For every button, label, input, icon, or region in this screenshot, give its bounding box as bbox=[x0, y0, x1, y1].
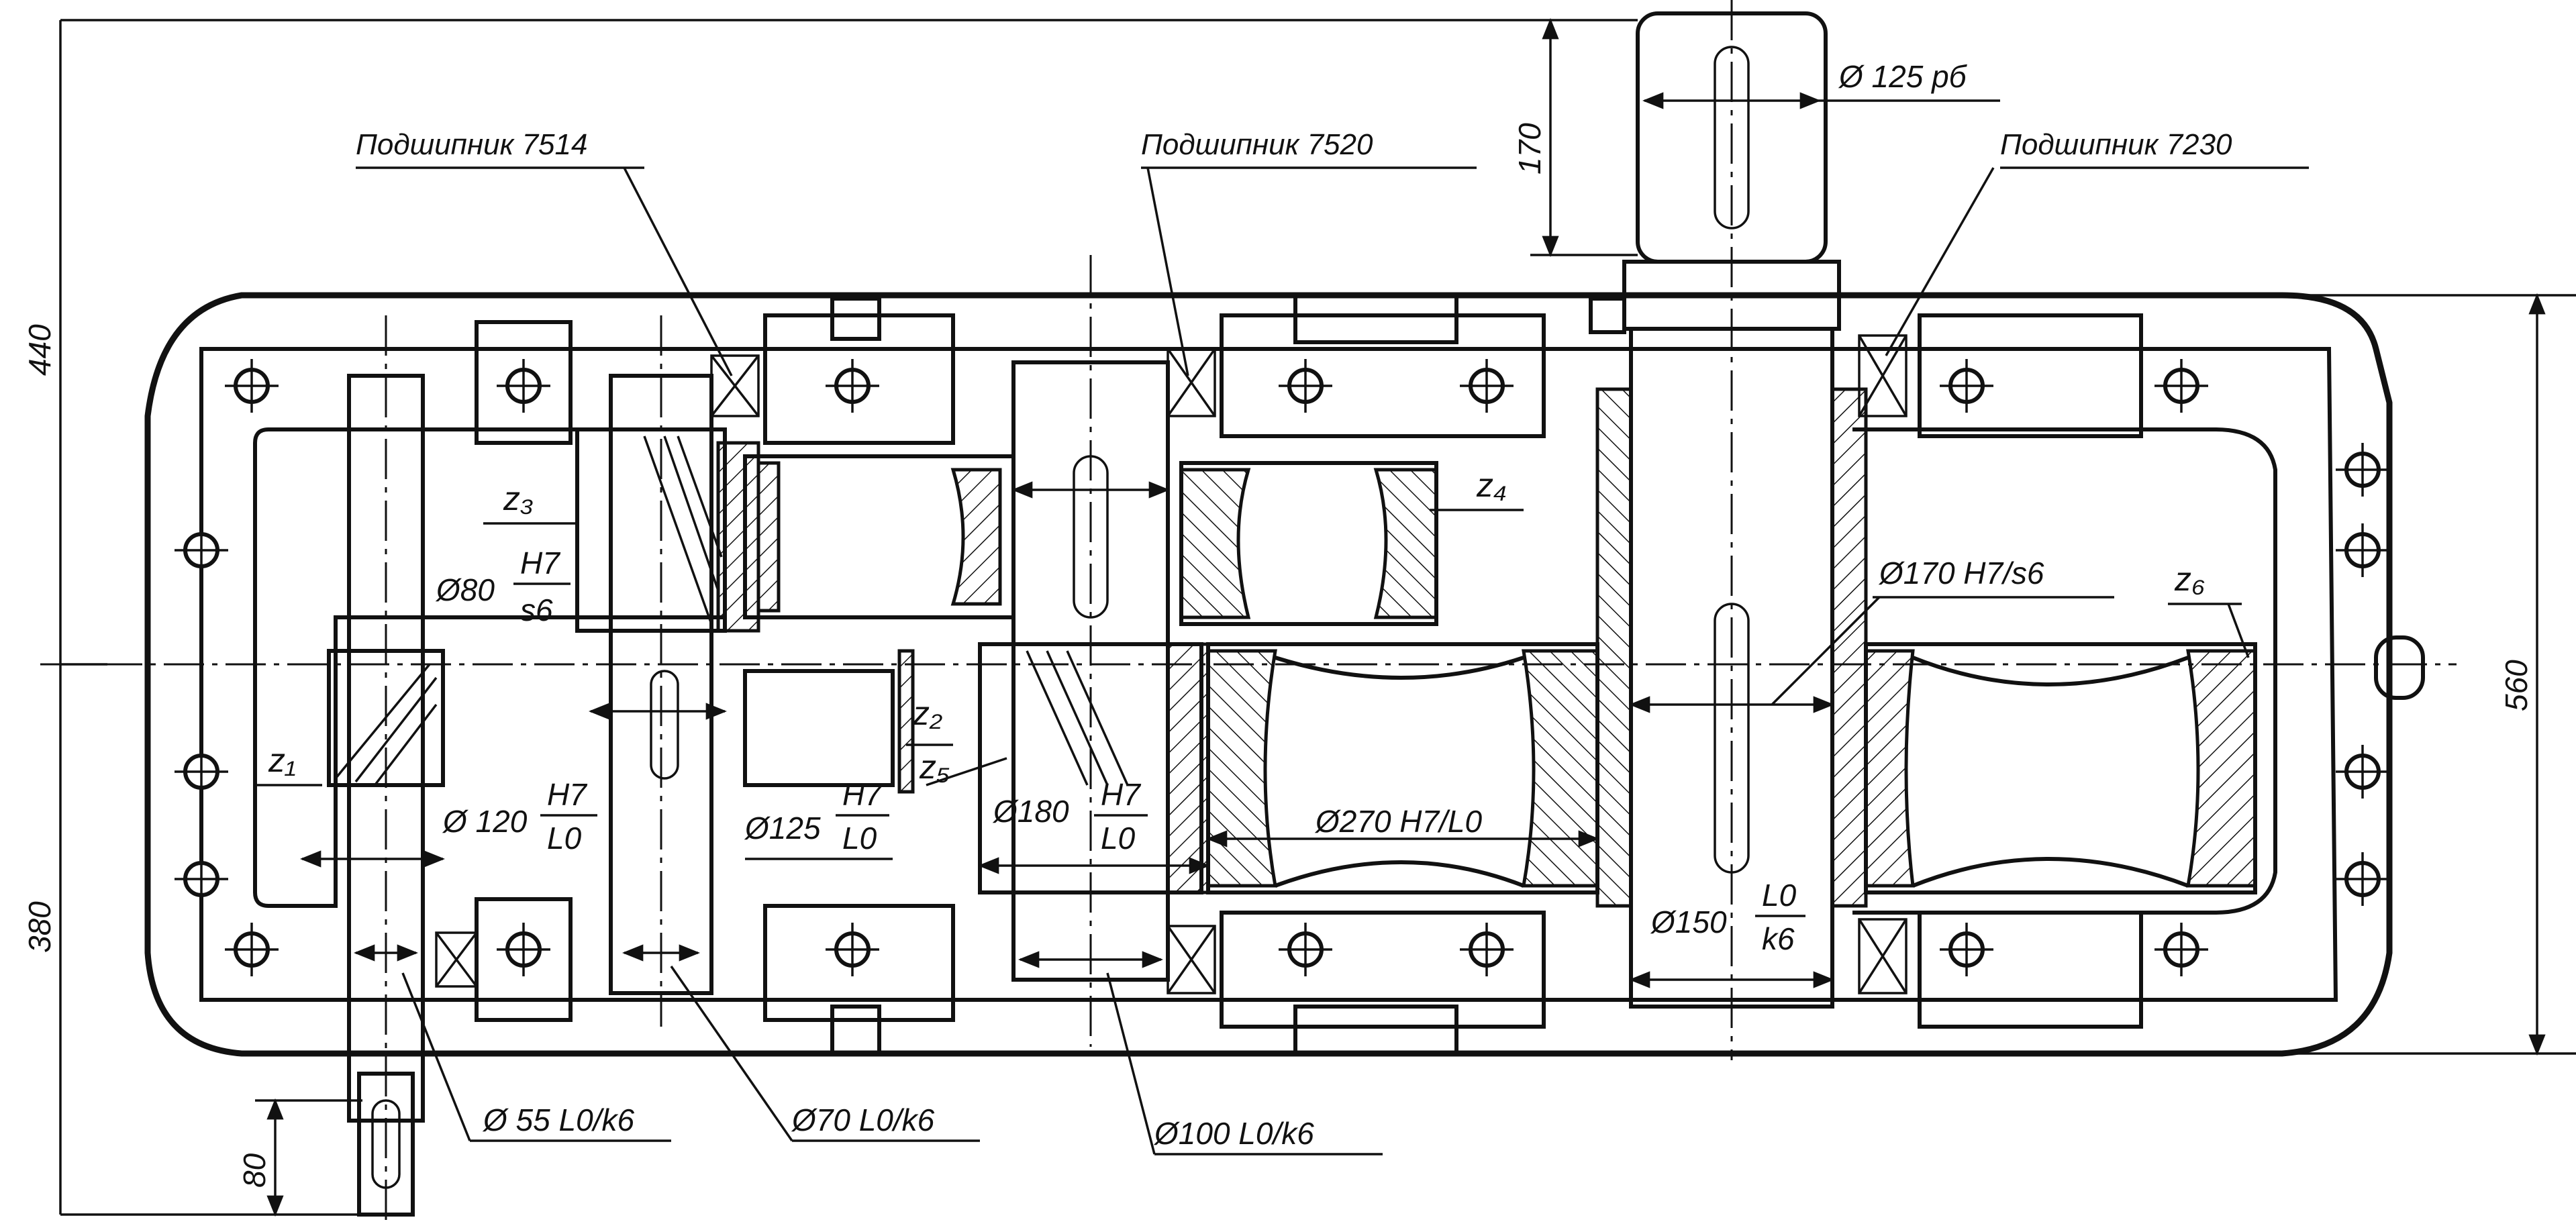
fit-80-denominator: s6 bbox=[520, 593, 553, 627]
z2-label: z₂ bbox=[912, 695, 942, 732]
intermediate-shaft-1 bbox=[575, 374, 915, 995]
dim-440: 440 bbox=[22, 324, 57, 376]
fit-80-numerator: H7 bbox=[520, 546, 560, 580]
dim-560: 560 bbox=[2499, 660, 2534, 711]
fit-120-numerator: H7 bbox=[547, 777, 587, 812]
fit-70-label: Ø70 L0/k6 bbox=[791, 1102, 935, 1137]
large-gear-z6 bbox=[1864, 642, 2257, 894]
fit-80-diameter: Ø80 bbox=[435, 572, 495, 607]
large-gear-270 bbox=[1206, 642, 1599, 894]
z6-label: z₆ bbox=[2174, 560, 2205, 598]
fit-55-label: Ø 55 L0/k6 bbox=[482, 1102, 634, 1137]
fit-270-label: Ø270 H7/L0 bbox=[1314, 804, 1482, 839]
fit-180-denominator: L0 bbox=[1101, 821, 1136, 856]
housing bbox=[144, 292, 2425, 1057]
fit-180-numerator: H7 bbox=[1101, 777, 1141, 812]
bearing-7520-label: Подшипник 7520 bbox=[1141, 128, 1373, 161]
fit-120-denominator: L0 bbox=[547, 821, 582, 856]
labels: Подшипник 7514 Подшипник 7520 Подшипник … bbox=[22, 59, 2534, 1188]
fit-150-numerator: L0 bbox=[1762, 878, 1797, 913]
z3-label: z₃ bbox=[503, 480, 534, 517]
fit-125-diameter: Ø125 bbox=[744, 811, 821, 845]
fit-150-diameter: Ø150 bbox=[1650, 905, 1727, 939]
intermediate-shaft-2 bbox=[743, 360, 1438, 982]
fit-120-diameter: Ø 120 bbox=[442, 804, 528, 839]
bolt-holes bbox=[175, 359, 2389, 976]
dim-170: 170 bbox=[1512, 123, 1547, 174]
dimension-lines bbox=[59, 17, 2576, 1217]
fit-125-numerator: H7 bbox=[842, 777, 883, 812]
fit-180-diameter: Ø180 bbox=[992, 794, 1069, 829]
bearing-7230-label: Подшипник 7230 bbox=[2000, 128, 2232, 161]
center-lines bbox=[40, 0, 2457, 1228]
fit-100-label: Ø100 L0/k6 bbox=[1153, 1116, 1314, 1151]
z1-label: z₁ bbox=[268, 741, 296, 779]
dim-80: 80 bbox=[237, 1153, 272, 1188]
z4-label: z₄ bbox=[1476, 466, 1507, 504]
dim-125-shaft: Ø 125 рб bbox=[1838, 59, 1968, 94]
fit-150-denominator: k6 bbox=[1762, 921, 1795, 956]
leader-lines bbox=[255, 166, 2309, 1156]
bearing-7514-label: Подшипник 7514 bbox=[356, 128, 587, 161]
fit-170-label: Ø170 H7/s6 bbox=[1878, 556, 2044, 591]
fit-125-denominator: L0 bbox=[842, 821, 877, 856]
z5-label: z₅ bbox=[919, 748, 950, 786]
dim-380: 380 bbox=[22, 901, 57, 953]
